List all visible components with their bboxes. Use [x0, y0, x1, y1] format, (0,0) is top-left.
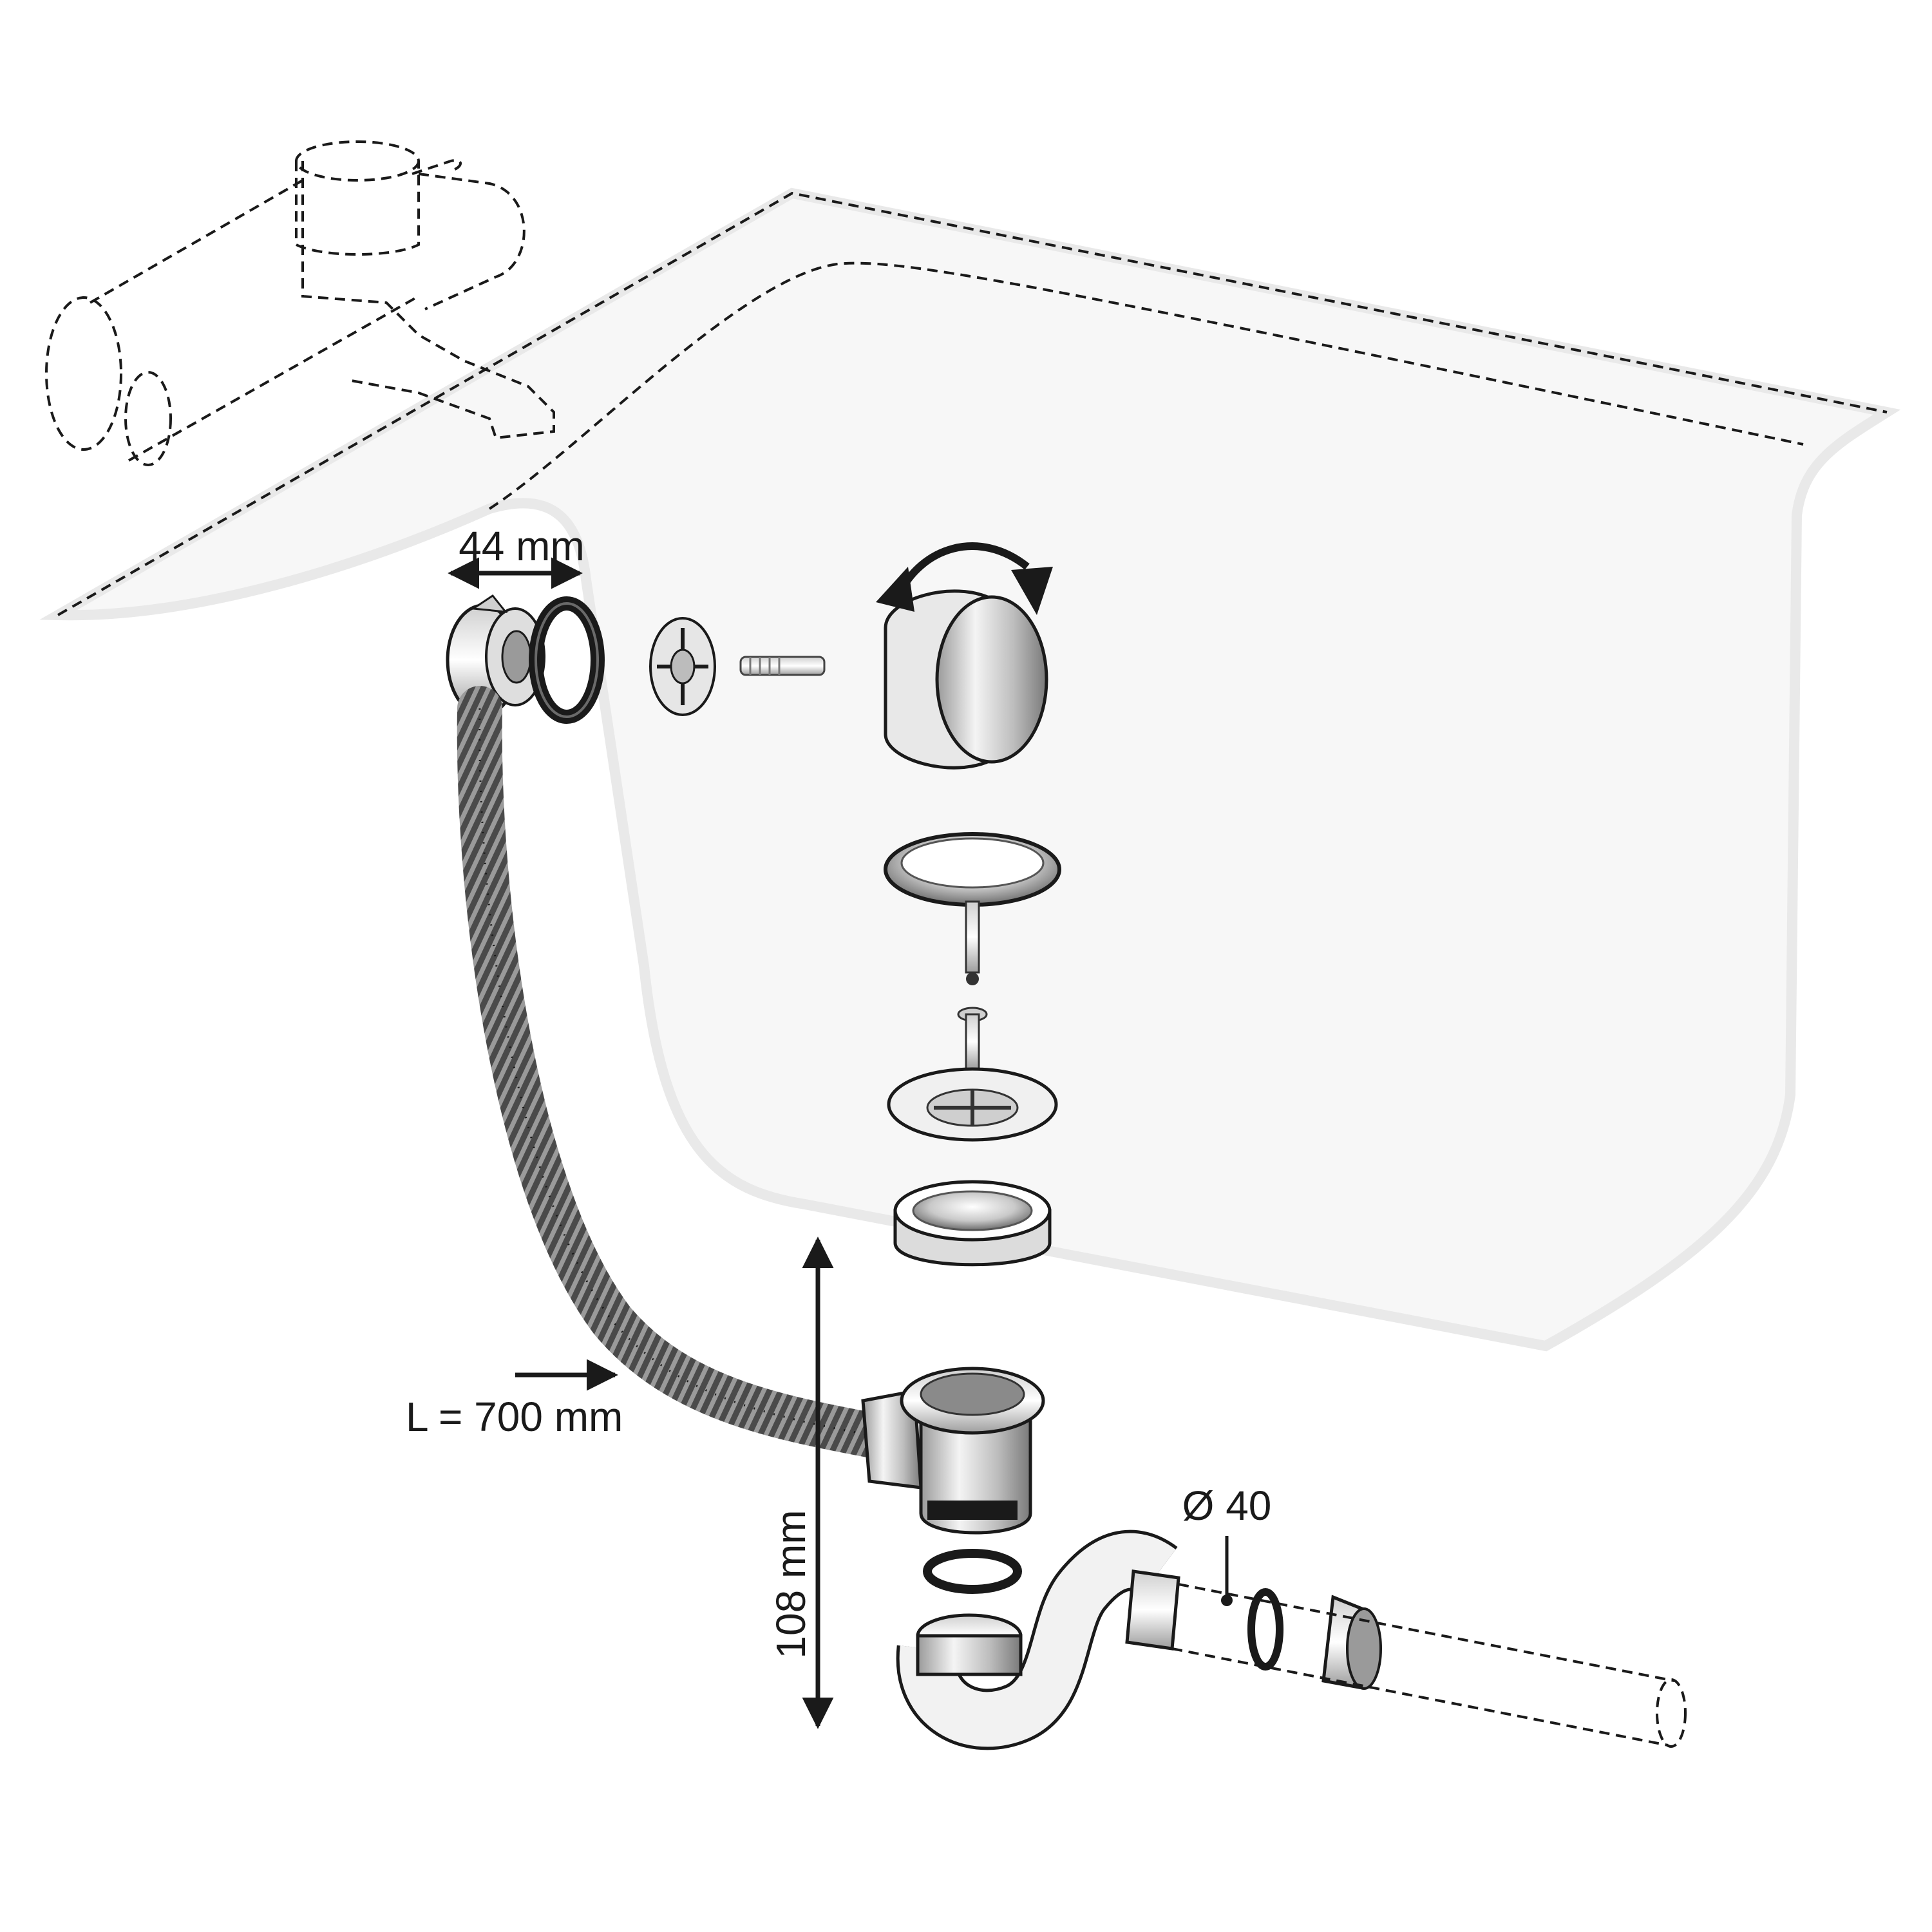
dimension-108mm: 108 mm	[768, 1236, 834, 1729]
label-drain-height: 108 mm	[768, 1510, 814, 1658]
dimension-pipe-diameter: Ø 40	[1182, 1482, 1272, 1606]
overflow-cover-cap	[884, 589, 1048, 770]
label-hose-length: L = 700 mm	[406, 1394, 623, 1440]
dimension-44mm: 44 mm	[448, 523, 585, 589]
label-pipe-diameter: Ø 40	[1182, 1482, 1272, 1529]
drain-grate	[887, 1067, 1058, 1142]
drain-flange	[893, 1180, 1052, 1267]
overflow-backplate	[649, 617, 716, 716]
siphon-trap	[896, 1530, 1180, 1750]
bathtub-rim-inner	[488, 261, 1804, 510]
washer-ring	[923, 1549, 1022, 1594]
rotate-arrow	[876, 542, 1053, 615]
flexible-hose	[457, 686, 898, 1459]
drain-pipe	[1171, 1583, 1687, 1748]
label-overflow-width: 44 mm	[459, 523, 585, 569]
drain-body	[861, 1367, 1045, 1535]
bathtub	[39, 187, 1901, 1352]
overflow-screw	[739, 656, 826, 676]
pipe-nut	[1247, 1588, 1382, 1690]
dimension-hose-length: L = 700 mm	[406, 1359, 623, 1440]
bathtub-rim-outer	[57, 191, 1888, 616]
overflow-gasket	[529, 596, 605, 724]
waste-plug-assembly	[884, 832, 1061, 1267]
faucet-outline	[45, 140, 555, 466]
bathtub-body	[39, 187, 1901, 1352]
plug-cap	[884, 832, 1061, 985]
